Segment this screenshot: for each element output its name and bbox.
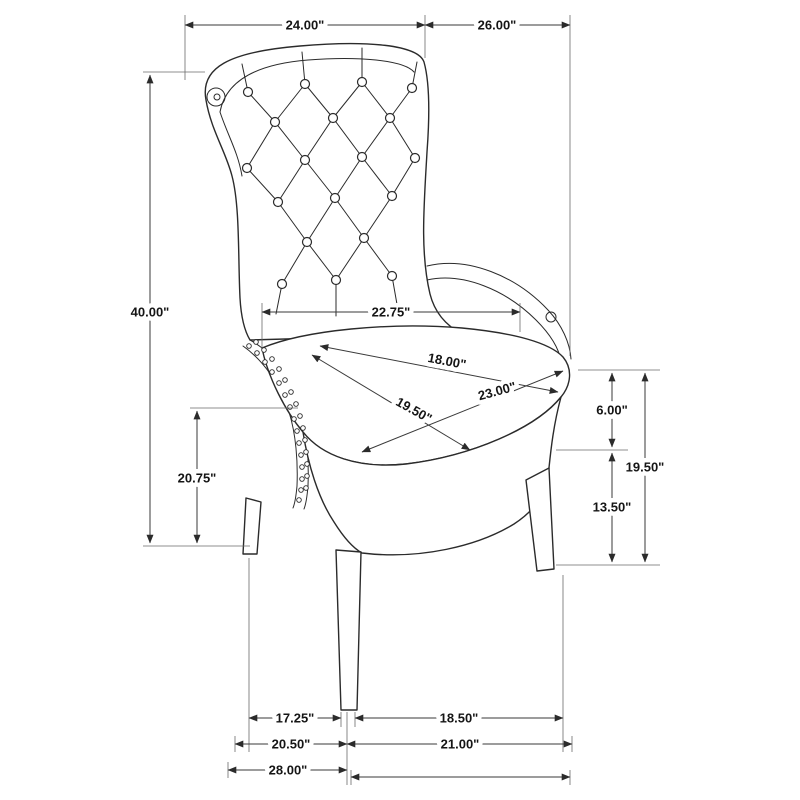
right-arm-scroll-icon <box>545 311 557 323</box>
dim-label-right-upper: 6.00" <box>596 403 627 418</box>
tufting-buttons <box>241 76 421 290</box>
right-arm-outer <box>426 262 572 360</box>
dim-label-right-lower: 13.50" <box>593 500 632 515</box>
dim-line-seat-diag-c <box>311 354 471 451</box>
dim-label-top-right: 26.00" <box>478 18 517 33</box>
dim-label-bottom-r2-right: 21.00" <box>441 737 480 752</box>
dim-label-bottom-r1-right: 18.50" <box>440 711 479 726</box>
chair-back-inner-edge <box>219 58 415 113</box>
back-left-leg <box>242 497 262 555</box>
wing-scroll-center <box>213 93 221 101</box>
tufting-lattice <box>241 47 418 317</box>
dim-label-bottom-r3: 28.00" <box>269 763 308 778</box>
front-leg <box>335 549 362 711</box>
dim-label-overall-height: 40.00" <box>131 305 170 320</box>
dim-label-right-total: 19.50" <box>626 460 665 475</box>
dim-label-top-left: 24.00" <box>286 18 325 33</box>
chair-drawing <box>204 42 572 711</box>
dim-label-bottom-r2-left: 20.50" <box>272 737 311 752</box>
dim-label-bottom-r1-left: 17.25" <box>276 711 315 726</box>
dim-label-back-width: 22.75" <box>372 305 411 320</box>
chair-wing-inner-edge <box>219 111 243 177</box>
nailhead-trim <box>246 339 310 503</box>
chair-back-outline <box>204 42 463 341</box>
dim-label-arm-height: 20.75" <box>178 471 217 486</box>
right-leg <box>525 467 555 572</box>
